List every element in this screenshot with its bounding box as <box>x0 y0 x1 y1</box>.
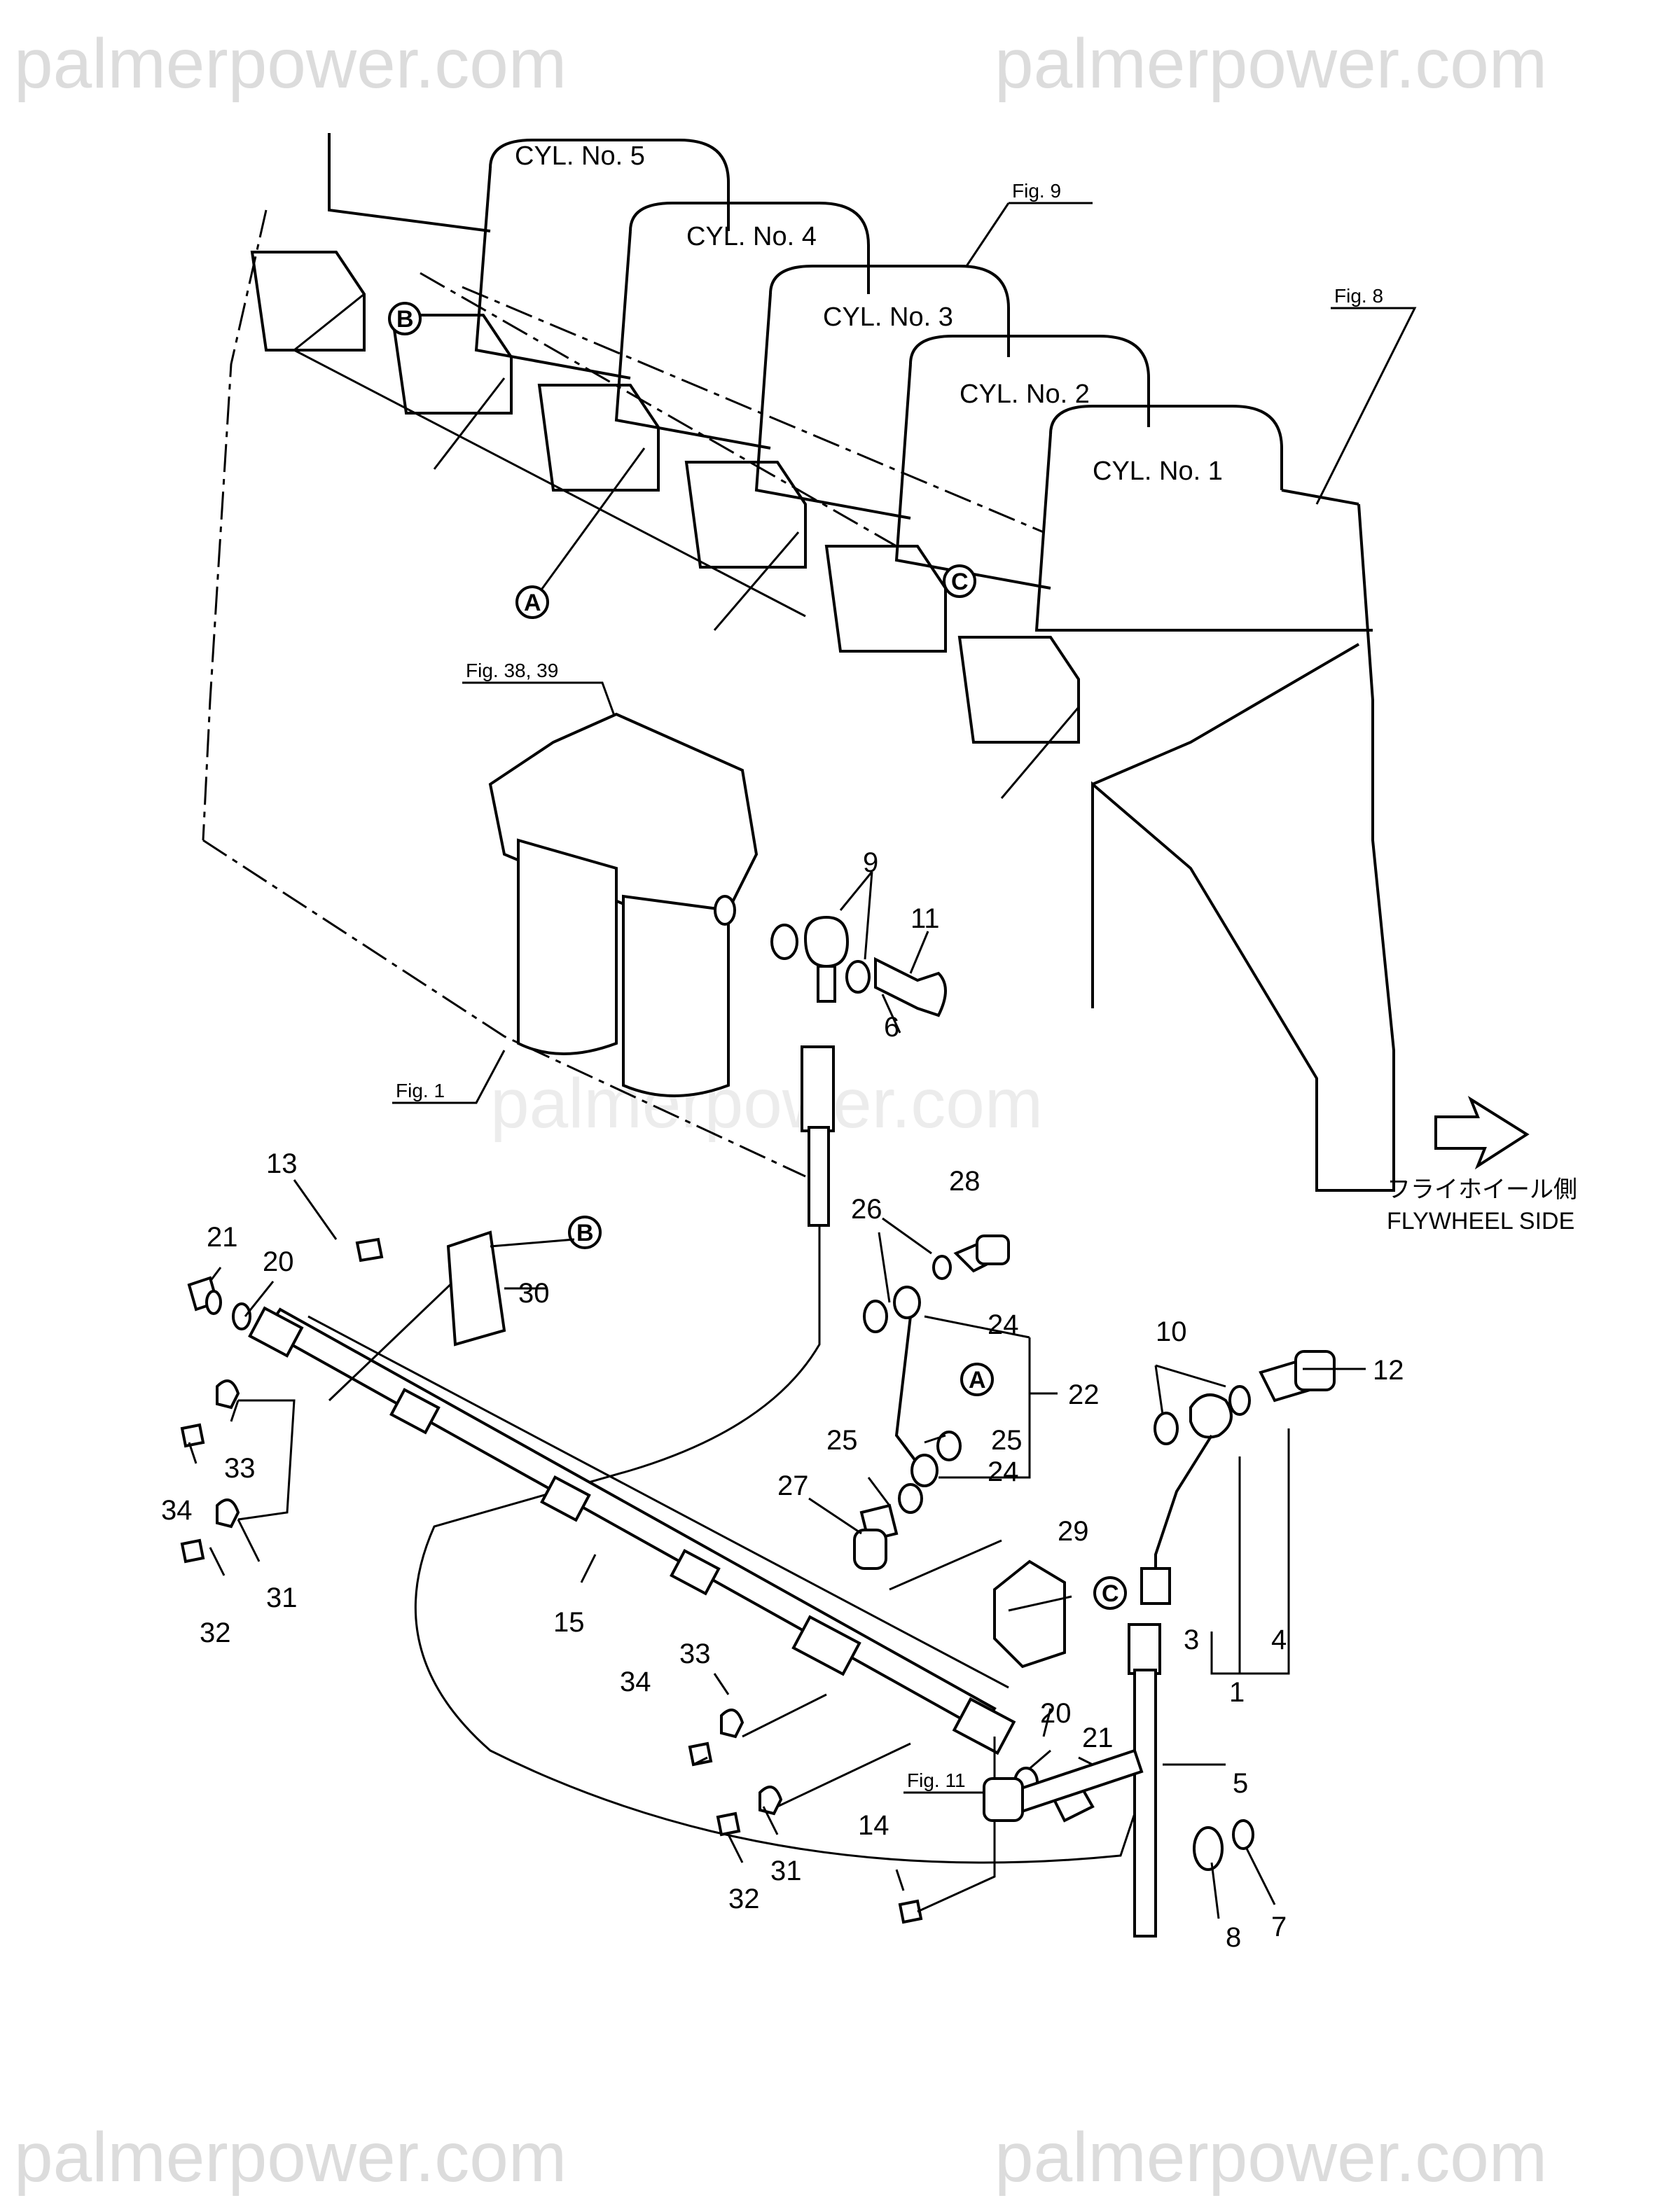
part-label-22: 22 <box>1068 1379 1100 1410</box>
watermark-bottom-right: palmerpower.com <box>995 2118 1547 2197</box>
svg-text:C: C <box>1102 1580 1119 1607</box>
fig-ref-11: Fig. 11 <box>907 1769 966 1791</box>
part-label-32-bottom: 32 <box>728 1884 760 1914</box>
part-label-24-bottom: 24 <box>988 1456 1019 1487</box>
fig-ref-1: Fig. 1 <box>396 1080 445 1101</box>
part-label-24-top: 24 <box>988 1309 1019 1340</box>
part-label-31-left: 31 <box>266 1583 298 1613</box>
part-label-31-bottom: 31 <box>770 1856 802 1886</box>
part-label-15: 15 <box>553 1607 585 1638</box>
svg-text:C: C <box>951 569 969 595</box>
svg-text:B: B <box>576 1220 594 1246</box>
injector-brackets <box>250 251 1080 744</box>
cylinder-label-5: CYL. No. 5 <box>515 141 645 171</box>
part-label-34-bottom: 34 <box>620 1667 651 1697</box>
circle-ref-c-top: C <box>943 564 976 598</box>
part-number-labels: 9 11 6 13 28 26 21 20 30 24 10 12 22 25 … <box>161 847 1404 1953</box>
flywheel-label-jp: フライホイール側 <box>1387 1176 1577 1203</box>
circle-ref-a-top: A <box>515 585 549 619</box>
circle-ref-b-top: B <box>388 302 422 335</box>
part-label-30: 30 <box>518 1278 550 1309</box>
part-label-25-right: 25 <box>991 1425 1023 1456</box>
part-label-12: 12 <box>1373 1355 1404 1386</box>
part-label-13: 13 <box>266 1148 298 1179</box>
bracket-30 <box>446 1230 575 1347</box>
watermark-top-left: palmerpower.com <box>14 25 567 103</box>
watermark-top-right: palmerpower.com <box>995 25 1547 103</box>
part-label-34-left: 34 <box>161 1495 193 1526</box>
engine-block <box>202 133 1395 1192</box>
part-label-14: 14 <box>858 1810 889 1841</box>
fuel-filter <box>488 712 759 1097</box>
flywheel-arrow-icon <box>1434 1096 1530 1170</box>
fuel-rail <box>248 1245 1016 1755</box>
cylinder-label-4: CYL. No. 4 <box>686 222 817 251</box>
cylinder-label-1: CYL. No. 1 <box>1093 457 1223 486</box>
part-label-27: 27 <box>777 1470 809 1501</box>
watermark-center: palmerpower.com <box>490 1064 1043 1143</box>
fig-ref-8: Fig. 8 <box>1334 285 1383 307</box>
cylinder-label-3: CYL. No. 3 <box>823 302 953 332</box>
circle-ref-c-bottom: C <box>1093 1576 1127 1610</box>
watermark-bottom-left: palmerpower.com <box>14 2118 567 2197</box>
filter-outlet-pipe <box>414 1045 1157 1864</box>
left-hardware <box>180 1237 384 1564</box>
flywheel-label-en: FLYWHEEL SIDE <box>1387 1208 1574 1234</box>
svg-text:A: A <box>524 590 541 616</box>
part-label-21-right: 21 <box>1082 1723 1114 1753</box>
part-label-25-left: 25 <box>826 1425 858 1456</box>
fig-ref-9: Fig. 9 <box>1012 180 1061 202</box>
part-label-4: 4 <box>1271 1625 1287 1655</box>
part-label-32-left: 32 <box>200 1618 231 1648</box>
part-label-3: 3 <box>1184 1625 1199 1655</box>
part-label-33-bottom: 33 <box>679 1639 711 1669</box>
circle-ref-b-bottom: B <box>568 1216 602 1249</box>
part-label-20-left: 20 <box>263 1246 294 1277</box>
part-label-6: 6 <box>884 1012 899 1043</box>
svg-text:A: A <box>969 1367 986 1393</box>
part-label-1: 1 <box>1229 1677 1245 1708</box>
part-label-5: 5 <box>1233 1768 1248 1799</box>
part-label-10: 10 <box>1156 1316 1187 1347</box>
leader-lines <box>188 871 1366 1919</box>
part-label-26: 26 <box>851 1194 882 1225</box>
part-label-11: 11 <box>910 903 940 934</box>
part-label-21-left: 21 <box>207 1222 238 1253</box>
part-label-20-right: 20 <box>1040 1698 1072 1729</box>
part-label-8: 8 <box>1226 1922 1241 1953</box>
bracket-29 <box>889 1539 1072 1669</box>
part-label-28: 28 <box>949 1166 981 1197</box>
circle-ref-a-bottom: A <box>960 1363 994 1396</box>
part-label-29: 29 <box>1058 1516 1089 1547</box>
part-label-7: 7 <box>1271 1912 1287 1942</box>
svg-text:B: B <box>396 306 414 333</box>
part-label-33-left: 33 <box>224 1453 256 1484</box>
part-label-9: 9 <box>863 847 878 878</box>
filter-fittings <box>770 915 947 1017</box>
fig-ref-38-39: Fig. 38, 39 <box>466 660 558 681</box>
leak-pipe-22 <box>853 1234 1010 1570</box>
cylinder-label-2: CYL. No. 2 <box>960 380 1090 409</box>
cylinder-heads <box>328 133 1373 632</box>
